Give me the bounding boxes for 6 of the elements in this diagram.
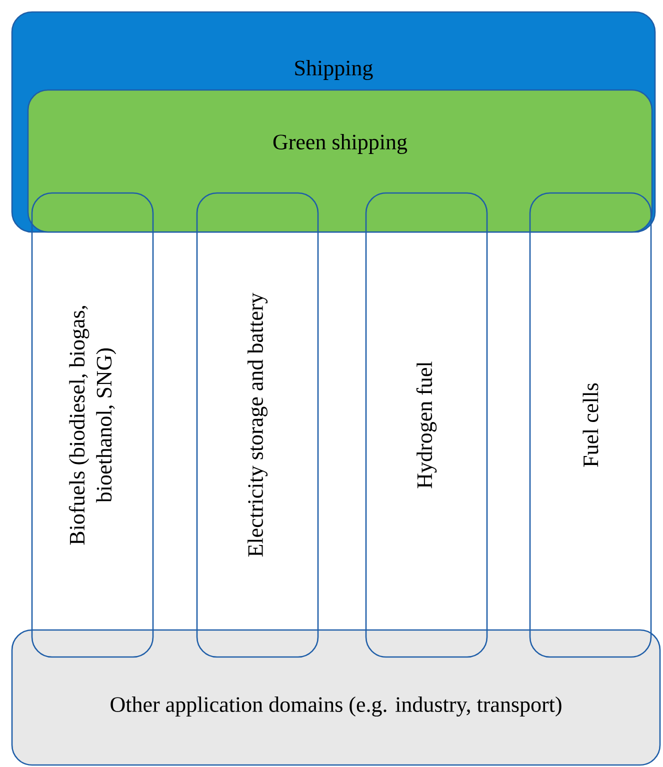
category-box: Hydrogen fuel [365, 192, 488, 658]
domain-box: Other application domains (e.g. industry, transport) [11, 629, 661, 766]
category-box: Fuel cells [529, 192, 652, 658]
category-box: Biofuels (biodiesel, biogas, bioethanol, SNG) [31, 192, 154, 658]
category-box: Electricity storage and battery [196, 192, 319, 658]
inner-box: Green shipping [27, 89, 653, 233]
